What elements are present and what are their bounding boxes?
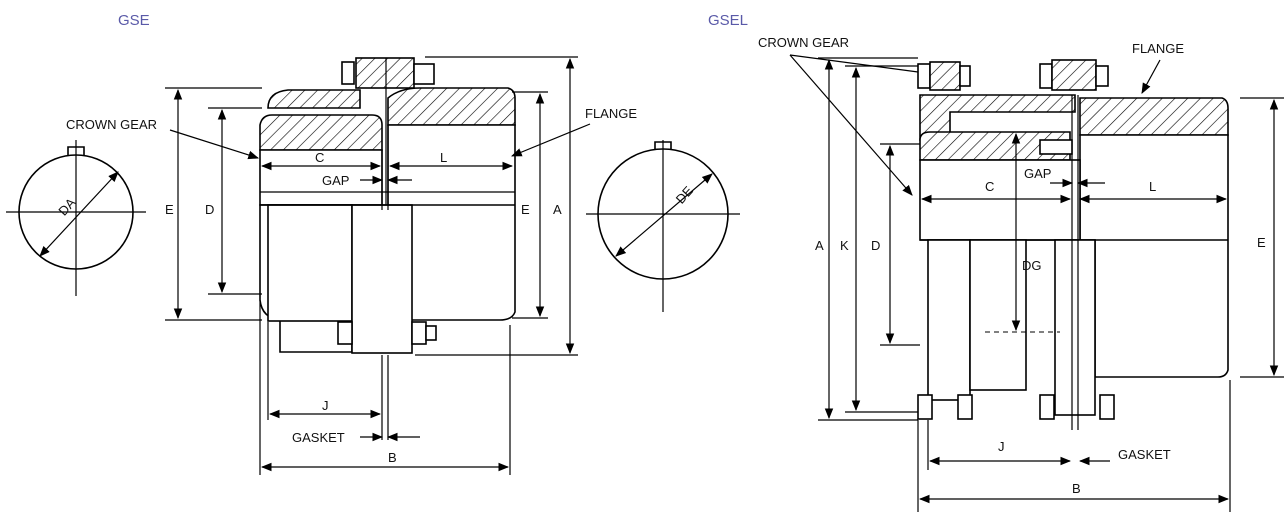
gsel-label-crown-gear: CROWN GEAR (758, 35, 849, 50)
gsel-label-dg: DG (1022, 258, 1042, 273)
gse-label-da: DA (55, 195, 78, 219)
gsel-label-j: J (998, 439, 1005, 454)
gse-shaft-section-de: DE (586, 140, 740, 312)
gse-title: GSE (118, 12, 150, 29)
gse-diagram: GSE DA DE (6, 12, 740, 475)
gsel-coupling-body (917, 59, 1229, 430)
gsel-label-e: E (1257, 235, 1266, 250)
gse-dimensions: E D E A C L GAP CR (66, 56, 637, 475)
gsel-label-c: C (985, 179, 994, 194)
gsel-diagram: GSEL (708, 12, 1284, 512)
gse-label-de: DE (673, 183, 696, 207)
gsel-label-flange: FLANGE (1132, 41, 1184, 56)
gse-label-l: L (440, 150, 447, 165)
gse-coupling-body (259, 57, 516, 354)
gsel-label-a: A (815, 238, 824, 253)
gse-label-d: D (205, 202, 214, 217)
gse-label-j: J (322, 398, 329, 413)
gsel-title: GSEL (708, 12, 748, 29)
gse-label-c: C (315, 150, 324, 165)
gsel-dimensions: CROWN GEAR FLANGE A K D DG (758, 35, 1284, 512)
gse-label-a: A (553, 202, 562, 217)
gse-label-crown-gear: CROWN GEAR (66, 117, 157, 132)
gsel-label-k: K (840, 238, 849, 253)
gse-shaft-section-da: DA (6, 140, 146, 296)
gsel-label-d: D (871, 238, 880, 253)
gse-label-e-left: E (165, 202, 174, 217)
gse-label-e-right: E (521, 202, 530, 217)
gse-label-flange: FLANGE (585, 106, 637, 121)
gse-label-gap: GAP (322, 173, 349, 188)
gsel-label-gasket: GASKET (1118, 447, 1171, 462)
gsel-label-l: L (1149, 179, 1156, 194)
gse-label-gasket: GASKET (292, 430, 345, 445)
gse-label-b: B (388, 450, 397, 465)
gsel-label-b: B (1072, 481, 1081, 496)
gsel-label-gap: GAP (1024, 166, 1051, 181)
